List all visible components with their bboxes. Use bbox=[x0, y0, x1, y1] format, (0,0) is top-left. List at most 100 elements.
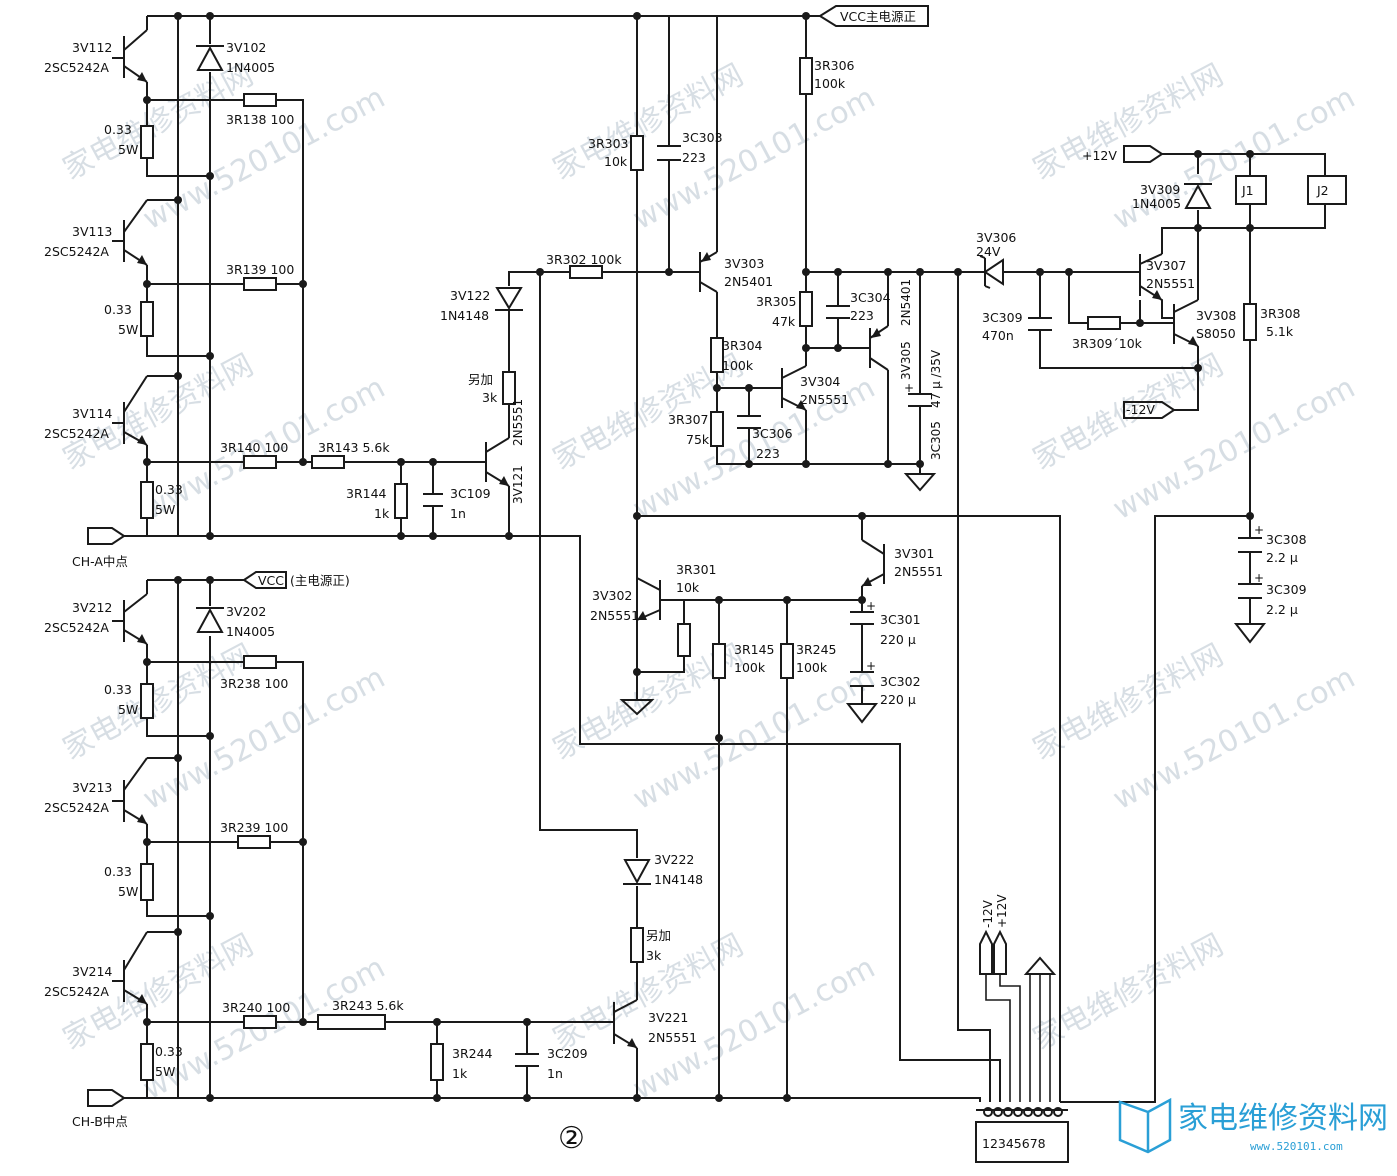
label-3v302-ref: 3V302 bbox=[592, 588, 632, 603]
label-3r244-ref: 3R244 bbox=[452, 1046, 493, 1061]
label-3v301-part: 2N5551 bbox=[894, 564, 943, 579]
label-re2-v2: 5W bbox=[118, 322, 138, 337]
transistor-3v112 bbox=[112, 29, 148, 83]
label-radd-b-val: 3k bbox=[646, 948, 662, 963]
label-3v303-part: 2N5401 bbox=[724, 274, 773, 289]
label-3v309-ref: 3V309 bbox=[1140, 182, 1180, 197]
chb-label: CH-B中点 bbox=[72, 1114, 128, 1129]
label-3r145-ref: 3R145 bbox=[734, 642, 775, 657]
connector-body bbox=[975, 1121, 1069, 1163]
label-3r306-ref: 3R306 bbox=[814, 58, 855, 73]
label-3r304-val: 100k bbox=[722, 358, 754, 373]
label-3r301-ref: 3R301 bbox=[676, 562, 717, 577]
junction-dot bbox=[174, 754, 182, 762]
book-icon bbox=[1118, 1097, 1172, 1154]
label-3v309-part: 1N4005 bbox=[1132, 196, 1181, 211]
page-mark: ② bbox=[558, 1121, 585, 1156]
junction-dot bbox=[1065, 268, 1073, 276]
vcc-top-tag bbox=[818, 5, 929, 27]
ground-symbol bbox=[1023, 956, 1057, 975]
capacitor-3c306 bbox=[737, 415, 761, 429]
label-3v122-ref: 3V122 bbox=[450, 288, 490, 303]
label-3r239: 3R239 100 bbox=[220, 820, 288, 835]
resistor-3r144 bbox=[394, 483, 408, 519]
label-3v213-ref: 3V213 bbox=[72, 780, 112, 795]
n12v-tag bbox=[1123, 401, 1176, 419]
label-3v306-val: 24V bbox=[976, 244, 1001, 259]
junction-dot bbox=[174, 928, 182, 936]
junction-dot bbox=[715, 596, 723, 604]
transistors bbox=[112, 29, 1199, 1049]
label-3r304-ref: 3R304 bbox=[722, 338, 763, 353]
polarity-mark: + bbox=[1254, 571, 1264, 585]
label-3v114-ref: 3V114 bbox=[72, 406, 112, 421]
junction-dot bbox=[143, 458, 151, 466]
p12v-label: +12V bbox=[1082, 148, 1117, 163]
label-3r144-val: 1k bbox=[374, 506, 390, 521]
junction-dot bbox=[783, 1094, 791, 1102]
label-3c301-val: 220 µ bbox=[880, 632, 916, 647]
junction-dot bbox=[633, 512, 641, 520]
label-3v303-ref: 3V303 bbox=[724, 256, 764, 271]
label-3r301-val: 10k bbox=[676, 580, 700, 595]
label-3v302-part: 2N5551 bbox=[590, 608, 639, 623]
label-3v306-ref: 3V306 bbox=[976, 230, 1016, 245]
junction-dot bbox=[433, 1094, 441, 1102]
label-3c305-ref: 3C305 bbox=[929, 421, 943, 460]
label-3v304-ref: 3V304 bbox=[800, 374, 840, 389]
label-3r308-val: 5.1k bbox=[1266, 324, 1294, 339]
label-3v308-ref: 3V308 bbox=[1196, 308, 1236, 323]
label-3c109-ref: 3C109 bbox=[450, 486, 491, 501]
junction-dot bbox=[536, 268, 544, 276]
label-3r305-val: 47k bbox=[772, 314, 796, 329]
junction-dot bbox=[429, 458, 437, 466]
junction-dot bbox=[206, 12, 214, 20]
junction-dot bbox=[206, 172, 214, 180]
resistor-3r308 bbox=[1243, 303, 1257, 341]
resistor-3r238 bbox=[243, 655, 277, 669]
junction-dot bbox=[143, 658, 151, 666]
label-3v305-ref: 3V305 bbox=[899, 341, 913, 380]
label-re6-v1: 0.33 bbox=[155, 1044, 183, 1059]
junction-dot bbox=[1194, 150, 1202, 158]
diode-3v222 bbox=[623, 859, 651, 885]
diode-3v122 bbox=[495, 287, 523, 311]
label-re4-v1: 0.33 bbox=[104, 682, 132, 697]
transistor-3v307 bbox=[1139, 227, 1198, 319]
resistor-emitter bbox=[140, 863, 154, 901]
resistor-3r145 bbox=[712, 643, 726, 679]
junction-dot bbox=[715, 1094, 723, 1102]
label-3v112-ref: 3V112 bbox=[72, 40, 112, 55]
label-radd-b-ref: 另加 bbox=[646, 928, 671, 943]
junction-dot bbox=[174, 372, 182, 380]
label-3v122-part: 1N4148 bbox=[440, 308, 489, 323]
connector-8pin: 12345678 -12V +12V bbox=[975, 894, 1069, 1163]
capacitor-3c109 bbox=[423, 493, 443, 507]
junction-dot bbox=[523, 1018, 531, 1026]
label-3v113-ref: 3V113 bbox=[72, 224, 112, 239]
junction-dot bbox=[1136, 319, 1144, 327]
resistor-3r240 bbox=[243, 1015, 277, 1029]
resistor-emitter bbox=[140, 481, 154, 519]
connector-pin bbox=[1003, 1107, 1013, 1117]
capacitor-3c302 bbox=[850, 671, 874, 687]
connector-n12v-label: -12V bbox=[981, 899, 995, 928]
label-3v102-part: 1N4005 bbox=[226, 60, 275, 75]
connector-pin bbox=[1043, 1107, 1053, 1117]
junction-dot bbox=[143, 838, 151, 846]
n12v-label: -12V bbox=[1126, 402, 1155, 417]
label-3r305-ref: 3R305 bbox=[756, 294, 797, 309]
resistor-3r239 bbox=[237, 835, 271, 849]
label-3r139: 3R139 100 bbox=[226, 262, 294, 277]
resistor-emitter bbox=[140, 125, 154, 159]
junction-dot bbox=[206, 352, 214, 360]
label-3r307-ref: 3R307 bbox=[668, 412, 709, 427]
resistor-emitter bbox=[140, 683, 154, 719]
junction-dot bbox=[834, 344, 842, 352]
resistor-3r303 bbox=[630, 135, 644, 171]
label-3v213-part: 2SC5242A bbox=[44, 800, 109, 815]
label-3c303-ref: 3C303 bbox=[682, 130, 723, 145]
label-3r143: 3R143 5.6k bbox=[318, 440, 390, 455]
capacitor-3c303 bbox=[657, 145, 681, 161]
label-3r308-ref: 3R308 bbox=[1260, 306, 1301, 321]
